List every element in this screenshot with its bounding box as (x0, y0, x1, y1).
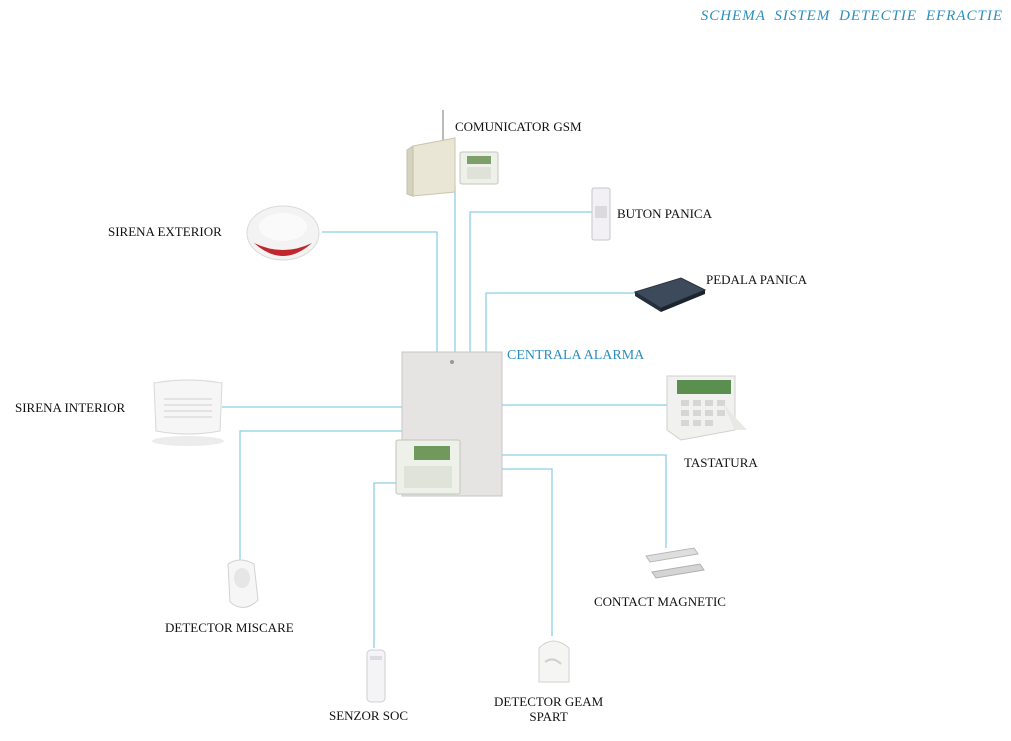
motion-detector-image (227, 559, 259, 608)
wire-panic-pedal (485, 292, 640, 352)
glass-break-label-line1: DETECTOR GEAM (494, 694, 604, 709)
central-label: CENTRALA ALARMA (507, 348, 645, 363)
magnetic-contact-image (645, 547, 705, 579)
keypad-label: TASTATURA (684, 455, 758, 470)
wire-siren-exterior (322, 231, 438, 352)
wire-motion-detector (239, 430, 402, 562)
gsm-communicator-image (406, 110, 499, 197)
panic-button-label: BUTON PANICA (617, 206, 712, 221)
wire-magnetic-contact (500, 454, 667, 548)
wire-panic-button (469, 211, 593, 352)
wire-glass-break (500, 468, 553, 636)
shock-sensor-image (366, 649, 386, 703)
siren-exterior-image (246, 205, 320, 261)
gsm-label: COMUNICATOR GSM (455, 119, 582, 134)
glass-break-detector-image (538, 640, 570, 683)
siren-interior-label: SIRENA INTERIOR (15, 400, 126, 415)
diagram-title: SCHEMA SISTEM DETECTIE EFRACTIE (700, 8, 1003, 24)
glass-break-label-line2: SPART (529, 709, 568, 724)
wire-shock-sensor (373, 482, 400, 648)
motion-detector-label: DETECTOR MISCARE (165, 620, 294, 635)
magnetic-contact-label: CONTACT MAGNETIC (594, 594, 726, 609)
panic-pedal-label: PEDALA PANICA (706, 272, 808, 287)
panic-pedal-image (633, 277, 707, 312)
central-keypad-image (395, 439, 461, 495)
panic-button-image (591, 187, 611, 241)
shock-sensor-label: SENZOR SOC (329, 708, 409, 723)
glass-break-label: DETECTOR GEAM SPART (494, 694, 603, 724)
keypad-image (666, 375, 747, 441)
siren-exterior-label: SIRENA EXTERIOR (108, 224, 222, 239)
siren-interior-image (152, 379, 224, 446)
